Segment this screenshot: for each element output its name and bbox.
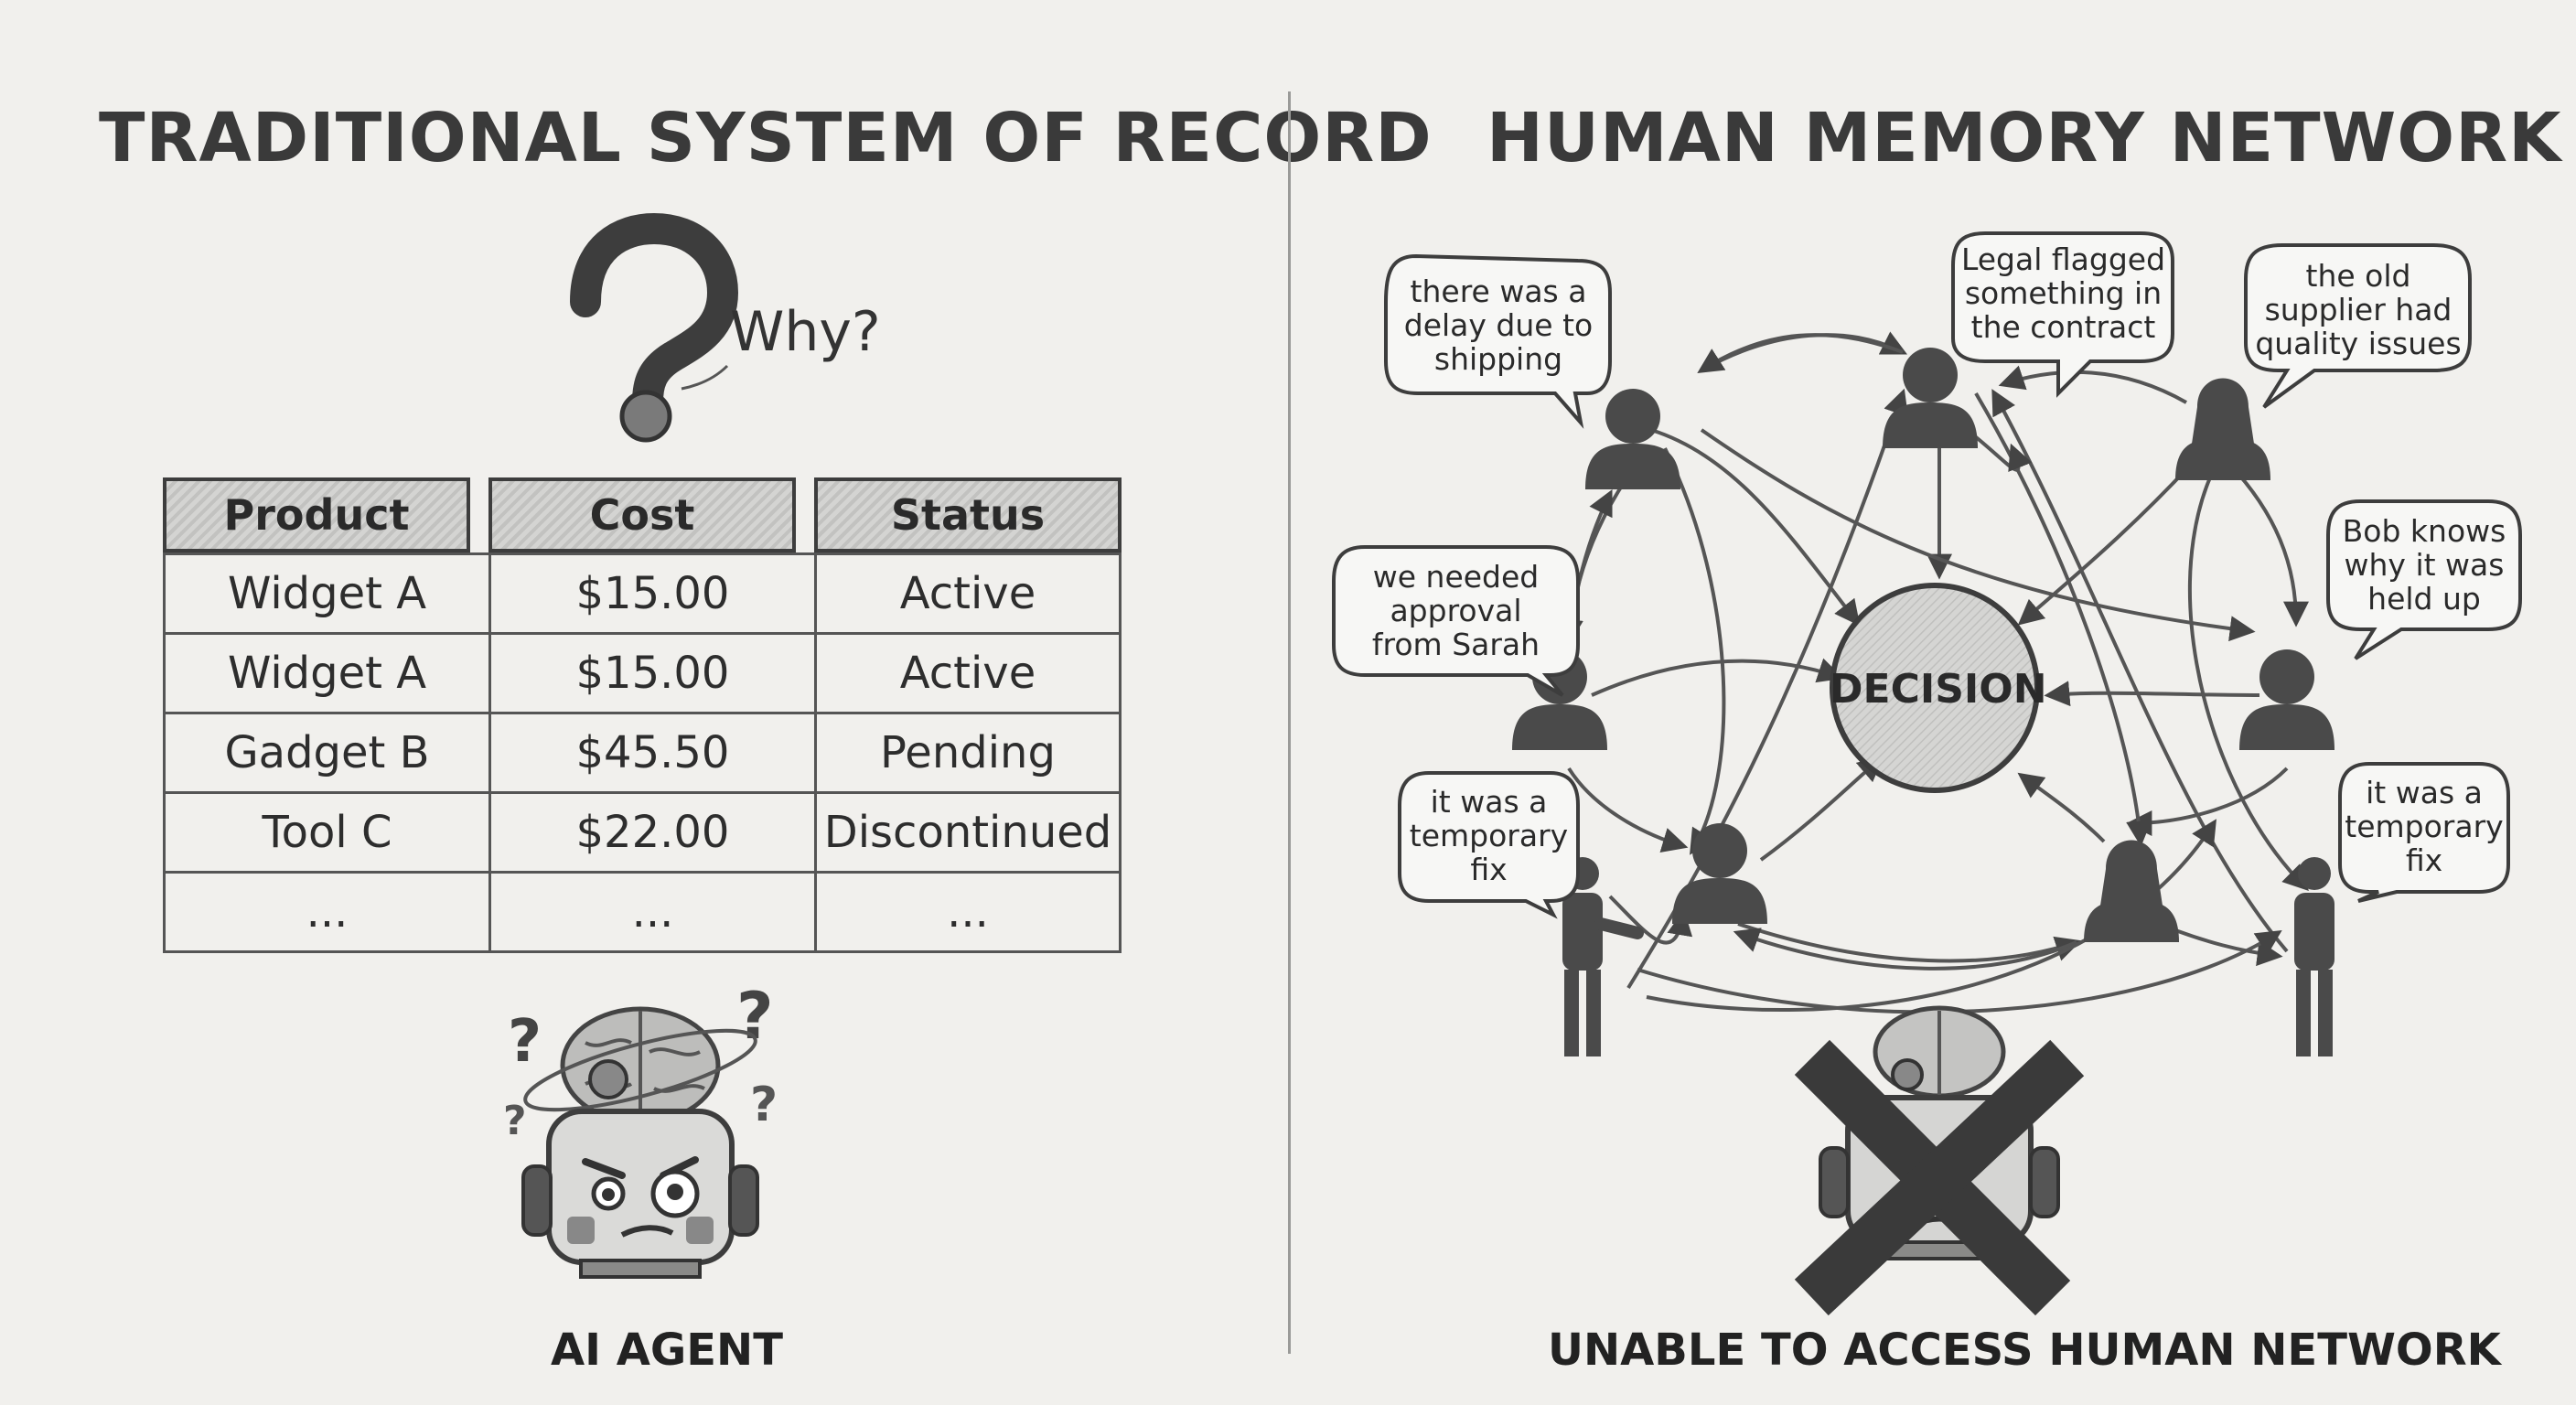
- standing-person-icon: [2294, 857, 2334, 1056]
- person-icon: [1883, 348, 1978, 448]
- network-caption: UNABLE TO ACCESS HUMAN NETWORK: [1548, 1325, 2501, 1376]
- decision-label: DECISION: [1830, 666, 2040, 713]
- person-icon: [1585, 389, 1680, 489]
- speech-bubble: it was a temporary fix: [1401, 785, 1576, 886]
- speech-bubble: the old supplier had quality issues: [2249, 259, 2468, 360]
- person-icon: [2084, 841, 2179, 943]
- blocked-robot-icon: [1820, 1008, 2058, 1281]
- speech-bubble: Bob knows why it was held up: [2330, 514, 2518, 616]
- speech-bubble: Legal flagged something in the contract: [1956, 242, 2171, 344]
- person-icon: [1672, 823, 1767, 924]
- person-icon: [2175, 379, 2270, 481]
- speech-bubble: we needed approval from Sarah: [1336, 560, 1576, 661]
- person-icon: [2239, 649, 2334, 750]
- speech-bubble: there was a delay due to shipping: [1389, 274, 1608, 376]
- speech-bubble: it was a temporary fix: [2342, 776, 2506, 877]
